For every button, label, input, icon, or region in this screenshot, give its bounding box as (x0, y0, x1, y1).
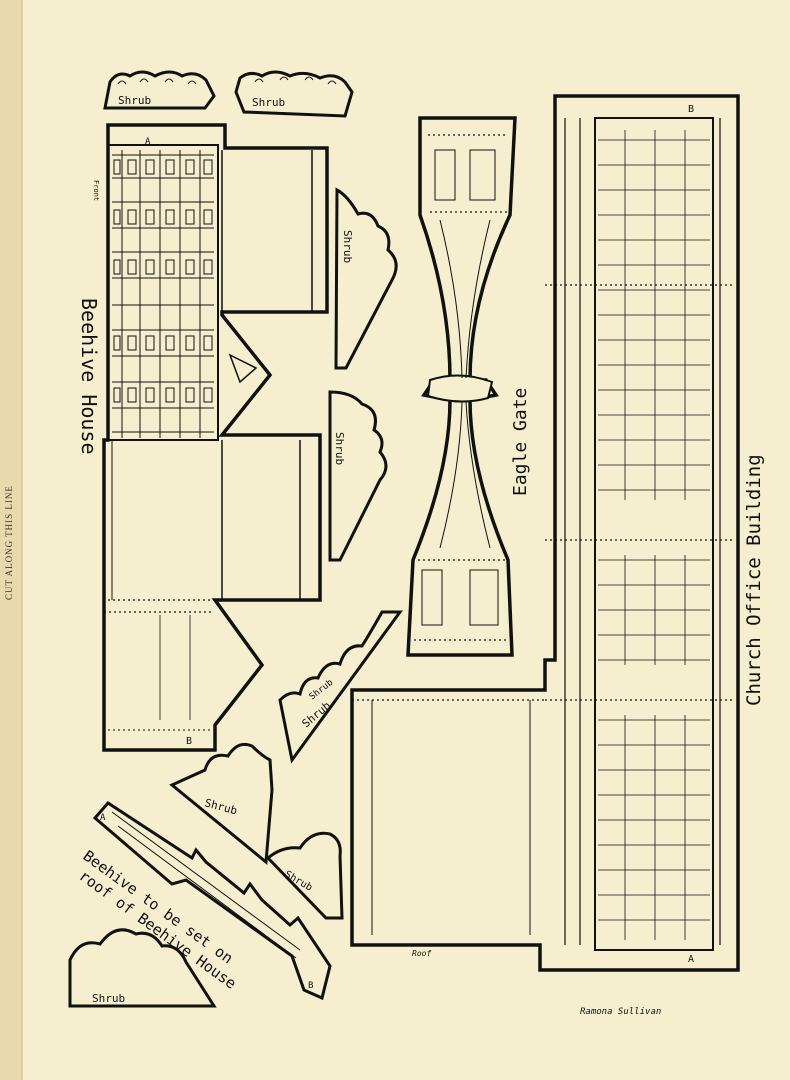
roof-tab-a: A (100, 813, 106, 823)
church-tab-b: B (688, 104, 694, 115)
shrub-label: Shrub (118, 94, 151, 107)
cut-along-line-text: CUT ALONG THIS LINE (4, 485, 14, 600)
shrub-piece-top-right (234, 70, 354, 118)
beehive-tab-b: B (186, 736, 192, 747)
beehive-tab-a: A (145, 137, 151, 147)
shrub-piece-low-1 (169, 742, 274, 865)
shrub-label: Shrub (252, 96, 285, 109)
eagle-gate-piece (406, 116, 517, 657)
shrub-piece-mid-2 (328, 390, 388, 562)
church-office-title: Church Office Building (743, 454, 765, 706)
shrub-piece-low-2 (265, 831, 344, 920)
eagle-gate-title: Eagle Gate (510, 388, 531, 496)
signature: Ramona Sullivan (580, 1007, 661, 1017)
cut-margin-strip (0, 0, 22, 1080)
front-note: Front (92, 180, 100, 201)
beehive-roof-strip (92, 801, 332, 1001)
shrub-label: Shrub (341, 230, 354, 263)
church-office-building-net (350, 94, 740, 972)
church-tab-a: A (688, 954, 694, 965)
shrub-label: Shrub (333, 432, 346, 465)
shrub-label: Shrub (92, 992, 125, 1005)
beehive-house-title: Beehive House (77, 298, 101, 455)
roof-note: Roof (412, 949, 431, 958)
shrub-piece-mid-3 (278, 610, 403, 764)
shrub-piece-low-3 (68, 928, 217, 1008)
shrub-piece-top-left (103, 70, 216, 110)
beehive-house-net (102, 123, 329, 752)
shrub-piece-mid-1 (334, 187, 398, 370)
roof-tab-b: B (308, 981, 313, 991)
